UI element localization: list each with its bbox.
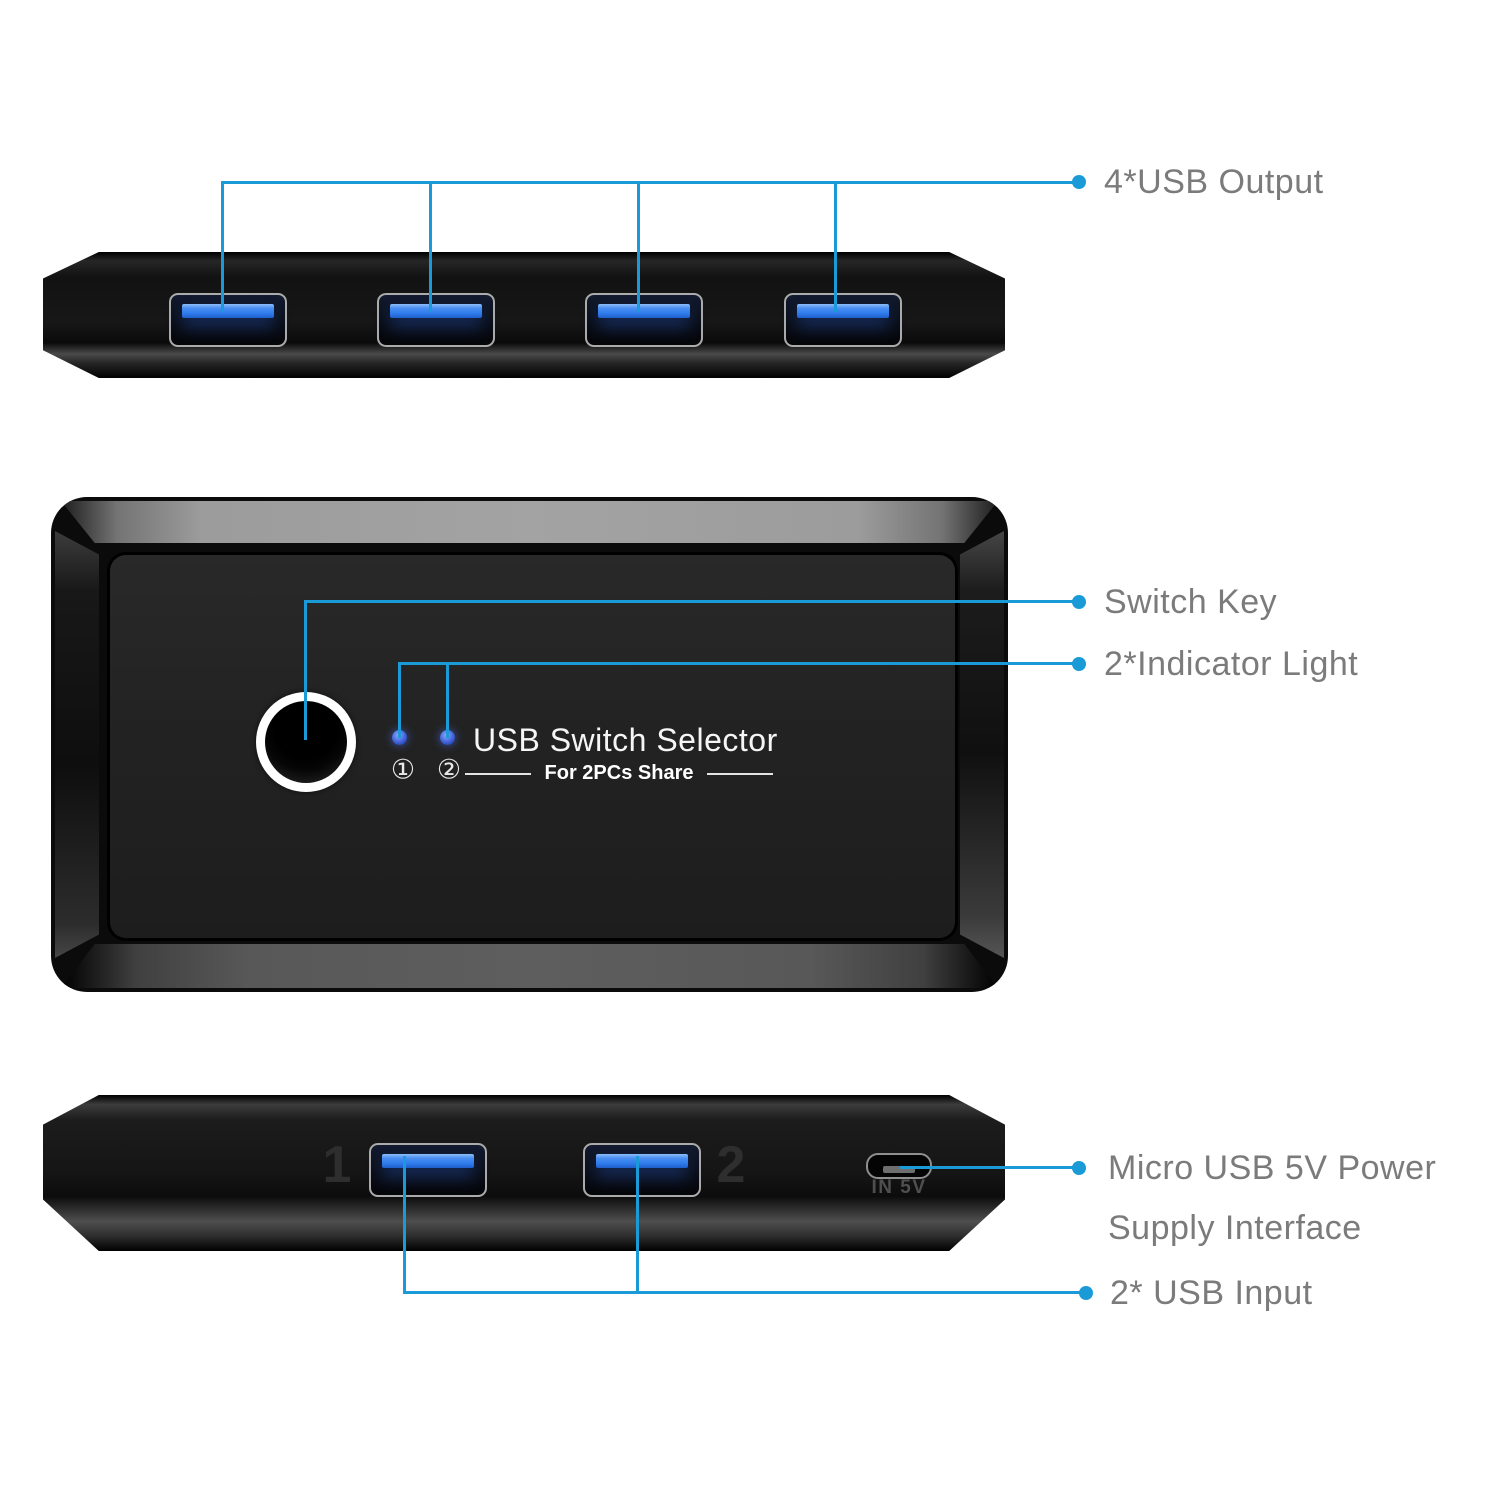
- switch-key-callout-dot: [1072, 595, 1086, 609]
- device-bevel-bottom: [61, 944, 998, 988]
- usb-input-callout-dot: [1079, 1286, 1093, 1300]
- switch-key-callout-line-h: [304, 600, 1079, 603]
- usb-output-callout-line-3: [637, 181, 640, 312]
- usb-output-label: 4*USB Output: [1104, 163, 1324, 201]
- indicator-callout-dot: [1072, 657, 1086, 671]
- device-bevel-top: [61, 501, 998, 543]
- indicator-number-1: ①: [390, 754, 416, 785]
- device-bevel-right: [960, 531, 1004, 958]
- power-supply-label-line1: Micro USB 5V Power: [1108, 1149, 1437, 1187]
- subtitle-rule-right: [707, 772, 774, 775]
- power-callout-line: [900, 1166, 1079, 1169]
- indicator-callout-line-h: [398, 662, 1079, 665]
- input-port-number-1: 1: [322, 1136, 352, 1194]
- device-subtitle-row: For 2PCs Share: [464, 762, 774, 785]
- usb-port-tongue: [382, 1154, 474, 1168]
- usb-output-port-3: [585, 293, 703, 347]
- power-in-label: IN 5V: [871, 1177, 927, 1198]
- usb-input-label: 2* USB Input: [1110, 1274, 1313, 1312]
- usb-output-port-2: [377, 293, 495, 347]
- power-supply-label: Micro USB 5V Power Supply Interface: [1108, 1138, 1436, 1258]
- power-callout-dot: [1072, 1161, 1086, 1175]
- switch-key-callout-line-v: [304, 602, 307, 740]
- input-port-number-2: 2: [716, 1136, 746, 1194]
- power-supply-label-line2: Supply Interface: [1108, 1209, 1362, 1247]
- usb-input-callout-line-v2: [636, 1156, 639, 1294]
- usb-port-tongue: [797, 304, 889, 318]
- device-face-panel: ① ② USB Switch Selector For 2PCs Share: [110, 555, 955, 938]
- indicator-callout-line-v1: [398, 662, 401, 738]
- usb-input-port-2: [583, 1143, 701, 1197]
- switch-key-label: Switch Key: [1104, 583, 1278, 621]
- indicator-number-2: ②: [436, 754, 462, 785]
- device-title: USB Switch Selector: [473, 722, 778, 758]
- subtitle-rule-left: [464, 772, 531, 775]
- usb-output-port-4: [784, 293, 902, 347]
- device-front-view: ① ② USB Switch Selector For 2PCs Share: [51, 497, 1008, 992]
- usb-input-callout-line-h: [403, 1291, 1086, 1294]
- device-subtitle: For 2PCs Share: [544, 762, 694, 784]
- usb-output-callout-line: [221, 181, 1079, 184]
- device-input-side-view: 1 2 IN 5V: [43, 1095, 1005, 1251]
- indicator-light-label: 2*Indicator Light: [1104, 645, 1359, 683]
- usb-port-tongue: [390, 304, 482, 318]
- usb-port-tongue: [182, 304, 274, 318]
- usb-input-callout-line-v1: [403, 1156, 406, 1294]
- micro-usb-tab: [883, 1166, 915, 1173]
- usb-output-port-1: [169, 293, 287, 347]
- usb-output-callout-line-1: [221, 181, 224, 312]
- usb-port-tongue: [598, 304, 690, 318]
- device-output-side-view: [43, 252, 1005, 378]
- usb-output-callout-line-4: [834, 181, 837, 312]
- usb-port-tongue: [596, 1154, 688, 1168]
- usb-input-port-1: [369, 1143, 487, 1197]
- indicator-callout-line-v2: [446, 662, 449, 738]
- usb-output-callout-line-2: [429, 181, 432, 312]
- usb-output-callout-dot: [1072, 175, 1086, 189]
- device-bevel-left: [55, 531, 99, 958]
